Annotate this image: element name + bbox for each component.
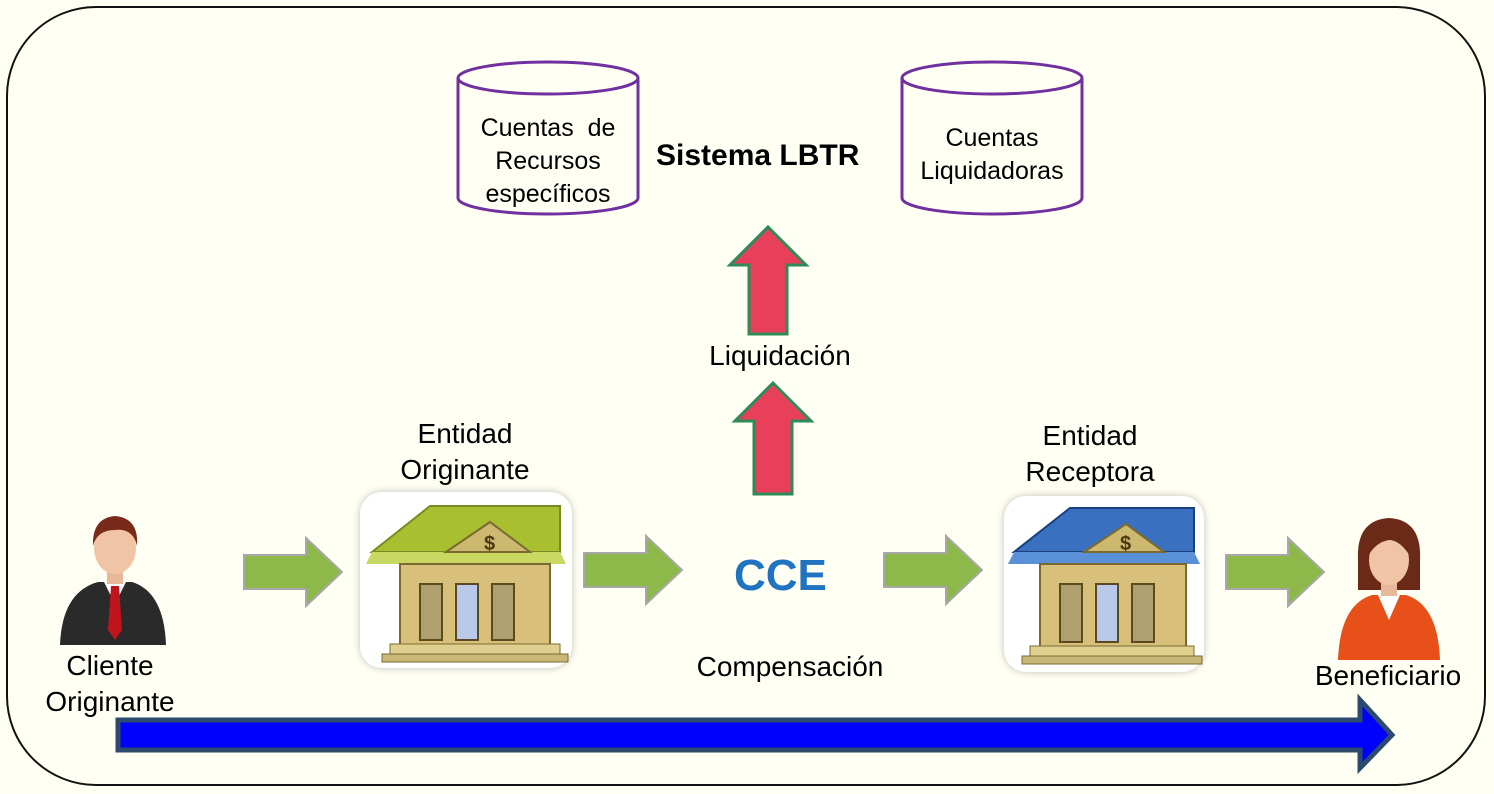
system-title: Sistema LBTR	[656, 139, 860, 172]
svg-text:$: $	[484, 533, 495, 555]
clearing-label: Compensación	[696, 651, 884, 682]
originating-entity-line-2: Originante	[400, 454, 530, 485]
originating-entity-label: Entidad Originante	[360, 416, 570, 488]
db-right-label: Cuentas Liquidadoras	[906, 122, 1078, 188]
receiving-entity-line-2: Receptora	[1025, 456, 1155, 487]
flow-arrow-3	[883, 533, 984, 607]
flow-arrow-1	[243, 535, 344, 609]
client-person-icon	[60, 516, 166, 645]
db-left-label: Cuentas de Recursos específicos	[462, 112, 634, 211]
long-flow-arrow	[115, 693, 1396, 775]
receiving-entity-label: Entidad Receptora	[985, 418, 1195, 490]
svg-text:$: $	[1120, 533, 1131, 555]
receiving-entity-line-1: Entidad	[1042, 420, 1138, 451]
db-left-line-3: específicos	[485, 180, 611, 208]
client-line-1: Cliente	[66, 650, 154, 681]
originating-entity-line-1: Entidad	[417, 418, 513, 449]
settlement-label: Liquidación	[709, 340, 851, 371]
client-line-2: Originante	[45, 686, 175, 717]
flow-arrow-2	[583, 533, 684, 607]
db-left-line-2: Recursos	[495, 147, 601, 175]
clearing-house-label: CCE	[734, 551, 827, 600]
client-label: Cliente Originante	[20, 648, 200, 720]
database-cuentas-recursos	[456, 60, 640, 216]
originating-bank-icon: $	[360, 492, 572, 668]
up-arrow-top	[726, 224, 810, 336]
up-arrow-bottom	[731, 380, 815, 496]
db-right-line-1: Cuentas	[945, 124, 1039, 152]
beneficiary-label: Beneficiario	[1314, 660, 1462, 691]
receiving-bank-icon: $	[1004, 496, 1204, 672]
diagram-frame	[6, 6, 1486, 786]
db-right-line-2: Liquidadoras	[920, 157, 1064, 185]
db-left-line-1: Cuentas de	[480, 114, 616, 142]
flow-arrow-4	[1225, 535, 1326, 609]
beneficiary-person-icon	[1338, 518, 1440, 660]
database-cuentas-liquidadoras	[900, 60, 1084, 216]
